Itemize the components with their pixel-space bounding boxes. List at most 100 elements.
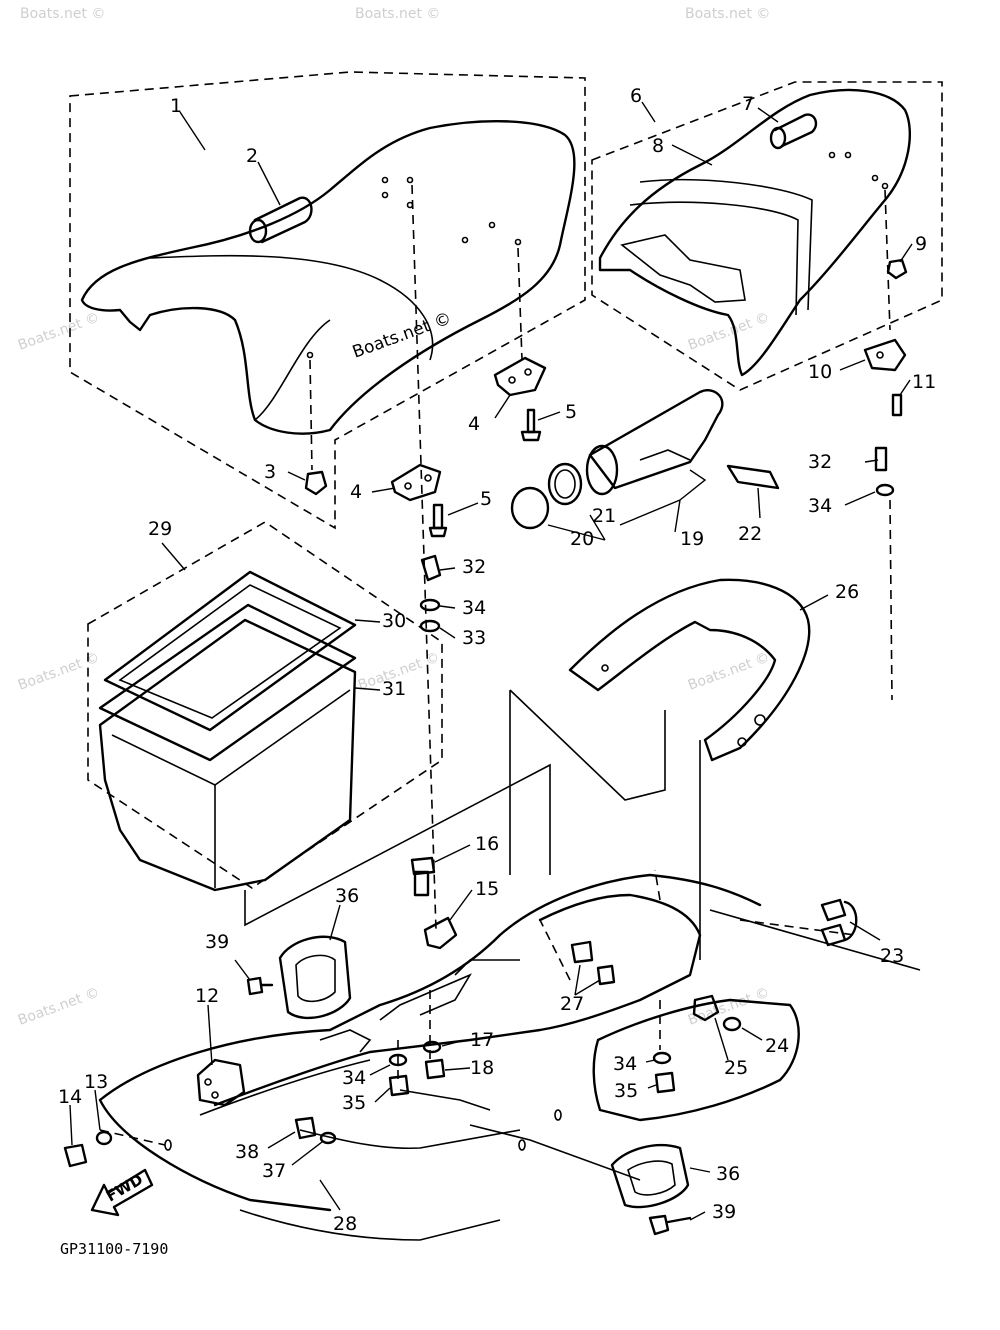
screw-39-lower xyxy=(648,1214,692,1236)
front-seat xyxy=(80,120,576,435)
washer-33 xyxy=(419,619,441,633)
callout-37: 37 xyxy=(262,1160,286,1182)
shackle-23 xyxy=(820,898,858,947)
deck-panel xyxy=(98,873,762,1212)
diagram-code: GP31100-7190 xyxy=(60,1240,168,1258)
callout-34-centre: 34 xyxy=(462,597,486,619)
callout-39-lower: 39 xyxy=(712,1201,736,1223)
callout-38: 38 xyxy=(235,1141,259,1163)
washer-34-centre xyxy=(419,598,441,612)
callout-27: 27 xyxy=(560,993,584,1015)
callout-18: 18 xyxy=(470,1057,494,1079)
front-seat-contour-2 xyxy=(254,319,331,421)
vent-cover-36-upper xyxy=(278,935,352,1020)
rear-seat-band-2 xyxy=(629,201,799,316)
callout-14: 14 xyxy=(58,1086,82,1108)
rear-seat xyxy=(598,88,911,377)
ring-21 xyxy=(547,462,583,506)
cap-14 xyxy=(63,1143,88,1168)
front-seat-contour xyxy=(149,254,434,361)
watermark-4: Boats.net © xyxy=(16,310,102,354)
washer-17 xyxy=(422,1040,442,1054)
deck-recess xyxy=(213,893,702,1107)
washer-34-rear xyxy=(652,1051,672,1065)
callout-3: 3 xyxy=(264,461,276,483)
washer-24 xyxy=(722,1016,742,1032)
callout-15: 15 xyxy=(475,878,499,900)
screw-39-upper xyxy=(246,976,274,996)
nut-35-front xyxy=(388,1074,410,1097)
rear-seat-band xyxy=(639,178,813,311)
front-seat-boundary xyxy=(69,71,586,530)
callout-7: 7 xyxy=(742,93,754,115)
callout-39-upper: 39 xyxy=(205,931,229,953)
callout-33: 33 xyxy=(462,627,486,649)
callout-8: 8 xyxy=(652,135,664,157)
rear-seat-strap xyxy=(769,113,818,150)
washer-34-right xyxy=(875,483,895,497)
washer-37 xyxy=(319,1131,337,1145)
rear-bracket-plate xyxy=(592,998,800,1122)
callout-5-upper: 5 xyxy=(565,401,577,423)
callout-10: 10 xyxy=(808,361,832,383)
fwd-arrow: FWD xyxy=(90,1168,154,1217)
callout-5-lower: 5 xyxy=(480,488,492,510)
callout-29: 29 xyxy=(148,518,172,540)
callout-31: 31 xyxy=(382,678,406,700)
clip-22 xyxy=(726,464,780,490)
washer-34-front xyxy=(388,1053,408,1067)
callout-35-rear: 35 xyxy=(614,1080,638,1102)
nut-38 xyxy=(294,1116,317,1140)
vent-cover-36-lower xyxy=(610,1143,690,1209)
bolt-16 xyxy=(410,856,436,897)
washer-13 xyxy=(95,1130,113,1146)
watermark-1: Boats.net © xyxy=(20,6,105,22)
rear-seat-nut-9 xyxy=(886,258,908,280)
guide-line-1 xyxy=(509,689,666,875)
leader-lines xyxy=(69,101,913,1221)
bracket-15 xyxy=(423,916,458,950)
watermark-3: Boats.net © xyxy=(685,6,770,22)
callout-1: 1 xyxy=(170,95,182,117)
callout-6: 6 xyxy=(630,85,642,107)
hook-upper xyxy=(493,356,547,442)
rear-seat-underside xyxy=(620,234,746,303)
callout-19: 19 xyxy=(680,528,704,550)
nut-25 xyxy=(692,994,720,1022)
callout-4-lower: 4 xyxy=(350,481,362,503)
callout-32-centre: 32 xyxy=(462,556,486,578)
watermark-2: Boats.net © xyxy=(355,6,440,22)
callout-28: 28 xyxy=(333,1213,357,1235)
callout-11: 11 xyxy=(912,371,936,393)
deck-channel xyxy=(199,1059,371,1116)
callout-9: 9 xyxy=(915,233,927,255)
callout-34-front: 34 xyxy=(342,1067,366,1089)
guide-line-3 xyxy=(244,763,551,927)
callout-34-rear: 34 xyxy=(613,1053,637,1075)
grab-handle-26 xyxy=(568,578,811,762)
callout-20: 20 xyxy=(570,528,594,550)
callout-labels: 1 2 3 4 5 4 5 6 7 8 9 10 11 32 34 19 20 … xyxy=(58,85,936,1235)
rear-seat-boundary xyxy=(591,81,943,391)
callout-36-upper: 36 xyxy=(335,885,359,907)
callout-23: 23 xyxy=(880,945,904,967)
bracket-12 xyxy=(196,1058,246,1107)
nut-35-rear xyxy=(654,1071,676,1094)
callout-16: 16 xyxy=(475,833,499,855)
callout-2: 2 xyxy=(246,145,258,167)
gasket-31 xyxy=(98,603,357,762)
cap-20 xyxy=(510,486,550,530)
watermark-main: Boats.net © xyxy=(350,308,454,362)
callout-21: 21 xyxy=(592,505,616,527)
callout-35-front: 35 xyxy=(342,1092,366,1114)
callout-25: 25 xyxy=(724,1057,748,1079)
bolts-27 xyxy=(570,940,616,986)
gasket-30 xyxy=(103,570,357,732)
watermark-9: Boats.net © xyxy=(16,985,102,1029)
deck-body xyxy=(98,869,921,1241)
callout-34-right: 34 xyxy=(808,495,832,517)
stud-32-centre xyxy=(420,554,442,582)
tube-assembly xyxy=(510,389,780,530)
rear-seat-group xyxy=(591,81,943,701)
